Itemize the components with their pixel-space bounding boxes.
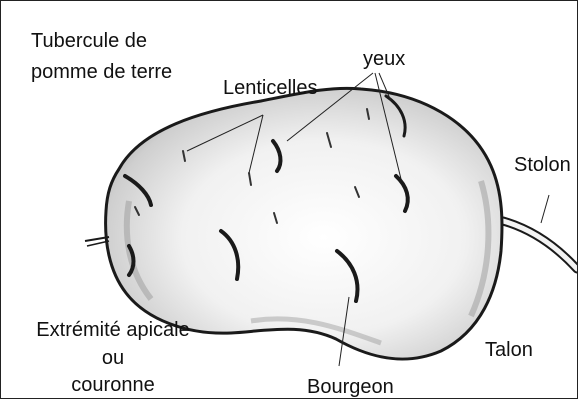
talon-label: Talon [485,338,533,362]
yeux-label: yeux [363,47,405,71]
stolon-stem [503,221,577,269]
title-line2: pomme de terre [31,60,172,84]
stolon-label: Stolon [514,153,571,177]
apex-line2: ou [23,346,203,370]
title-line1: Tubercule de [31,29,147,53]
stolon-pointer [541,195,549,223]
apex-line3: couronne [23,373,203,397]
lenticelles-label: Lenticelles [223,76,318,100]
bourgeon-label: Bourgeon [307,375,394,399]
apex-line1: Extrémité apicale [23,318,203,342]
